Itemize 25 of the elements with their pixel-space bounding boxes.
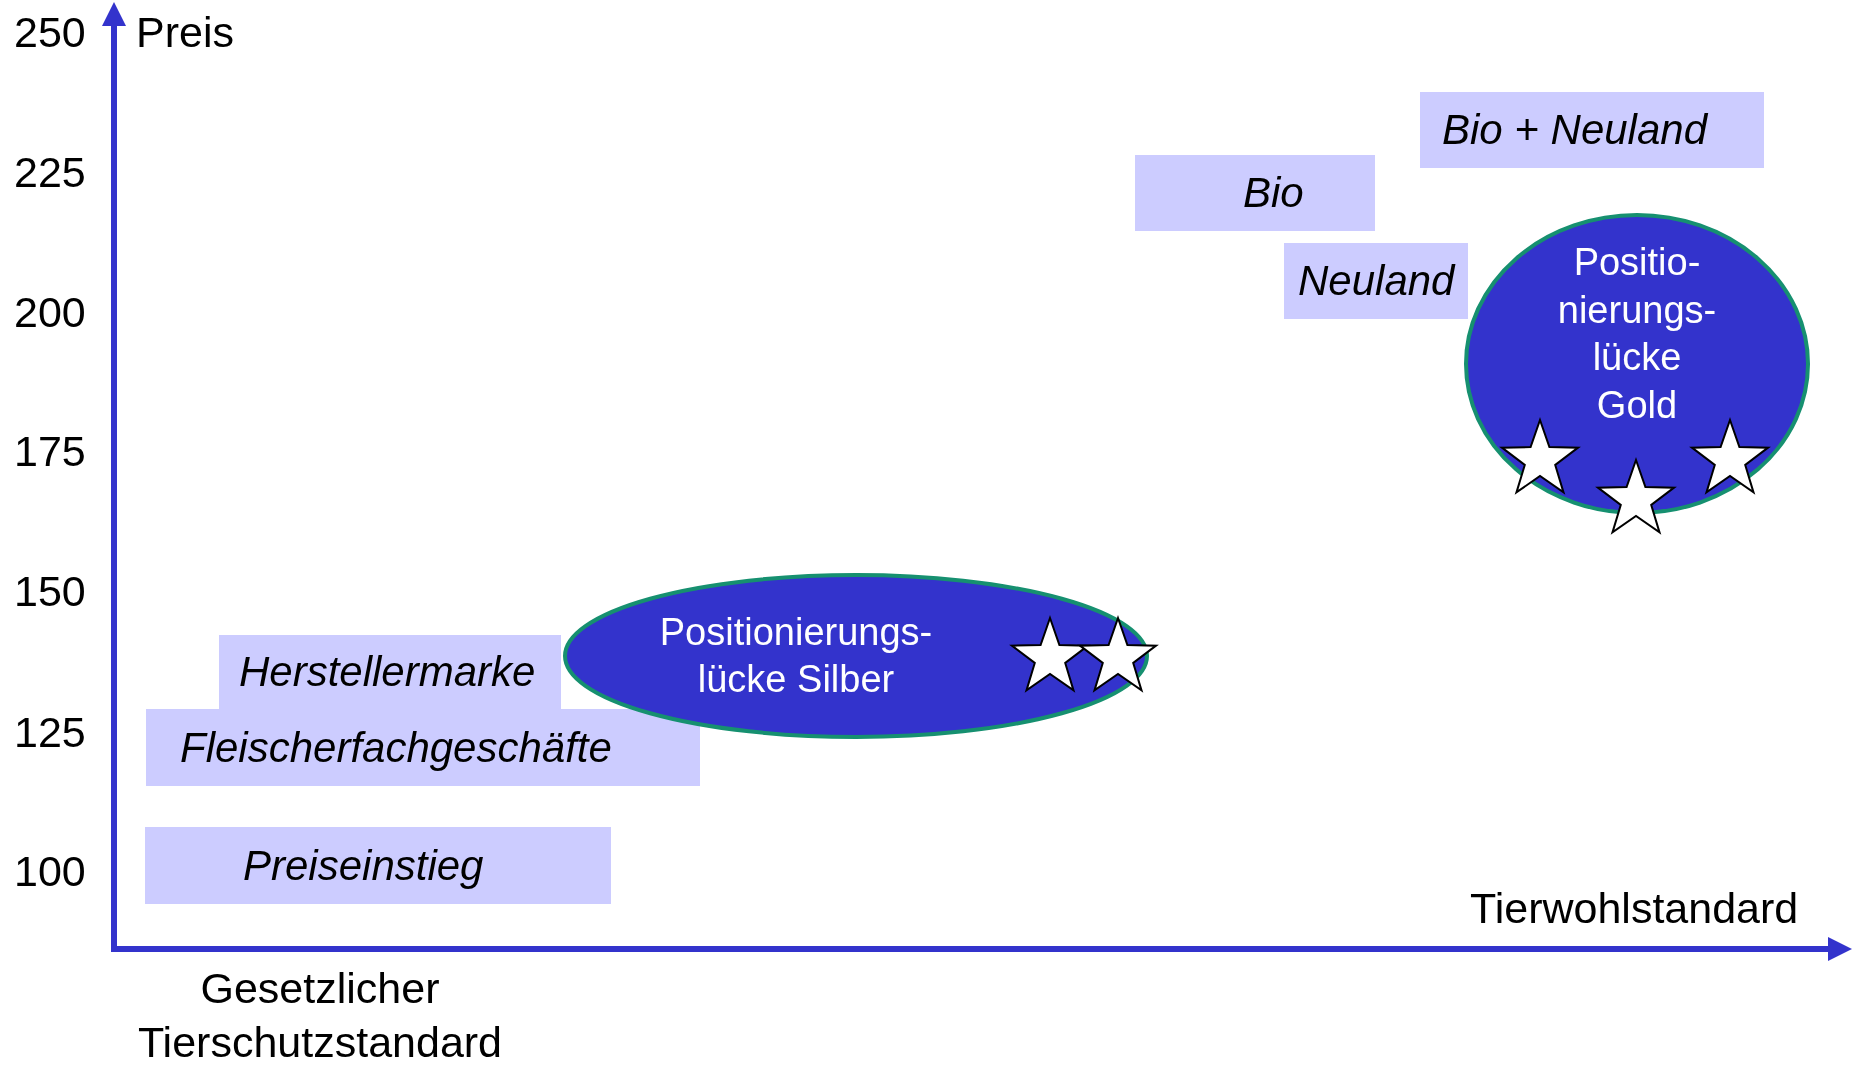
axis-tick-label: 225: [14, 148, 86, 197]
axis-note: Gesetzlicher Tierschutzstandard: [136, 963, 504, 1068]
axis-tick-label: 100: [14, 847, 86, 896]
segment-label: Positio- nierungs- lücke Gold: [1556, 240, 1718, 428]
segment-label: Bio: [1243, 169, 1304, 217]
segment-label: Bio + Neuland: [1442, 106, 1708, 154]
segment-label: Preiseinstieg: [243, 841, 484, 890]
axis-tick-label: 175: [14, 427, 86, 476]
segment-box: [1420, 92, 1764, 168]
axis-title: Tierwohlstandard: [1470, 884, 1799, 933]
segment-box: [1135, 155, 1375, 231]
axis-title: Preis: [136, 8, 234, 57]
segment-box: [219, 635, 561, 709]
segment-label: Neuland: [1298, 257, 1455, 305]
segment-box: [146, 709, 700, 786]
gap-ellipse: [1464, 213, 1810, 515]
segment-box: [145, 827, 611, 904]
axis-tick-label: 250: [14, 8, 86, 57]
axis-tick-label: 150: [14, 567, 86, 616]
segment-label: Herstellermarke: [239, 648, 536, 696]
axis-tick-label: 125: [14, 708, 86, 757]
segment-label: Fleischerfachgeschäfte: [180, 723, 612, 772]
segment-box: [1284, 243, 1468, 319]
axis-tick-label: 200: [14, 288, 86, 337]
segment-label: Positionierungs- lücke Silber: [658, 609, 934, 702]
